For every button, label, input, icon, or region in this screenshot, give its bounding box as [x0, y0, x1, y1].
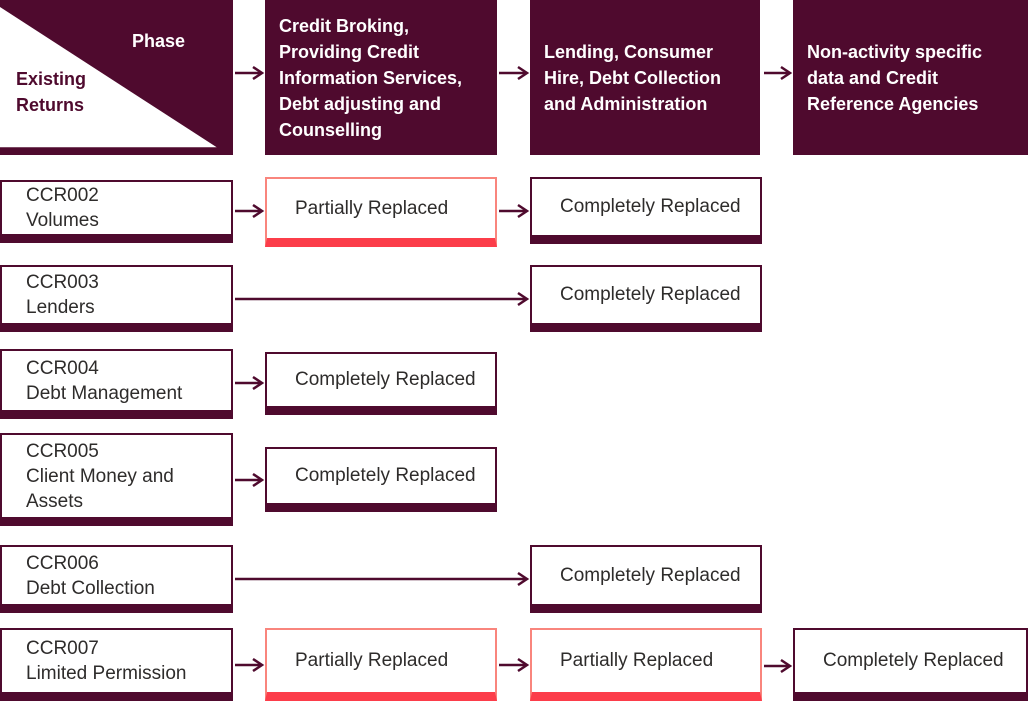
header-corner-box: Phase Existing Returns: [0, 0, 233, 155]
return-name: Debt Management: [26, 382, 183, 404]
arrow-right-icon: [235, 472, 265, 488]
status-label: Partially Replaced: [295, 650, 449, 671]
status-label: Completely Replaced: [295, 369, 476, 390]
arrow-right-icon: [235, 291, 530, 307]
return-name: Lenders: [26, 297, 95, 318]
return-code: CCR003: [26, 272, 99, 293]
return-code: CCR006: [26, 552, 99, 574]
return-name: Volumes: [26, 210, 99, 231]
status-box-ccr002-phase1: Partially Replaced: [265, 177, 497, 247]
status-label: Partially Replaced: [295, 197, 449, 219]
return-box-ccr002: CCR002 Volumes: [0, 180, 233, 243]
arrow-right-icon: [764, 658, 793, 674]
header-phase-2: Lending, Consumer Hire, Debt Collection …: [530, 0, 760, 155]
arrow-right-icon: [499, 203, 530, 219]
return-box-ccr003: CCR003 Lenders: [0, 265, 233, 332]
arrow-right-icon: [235, 375, 265, 391]
return-code: CCR007: [26, 638, 99, 659]
return-box-ccr004: CCR004 Debt Management: [0, 349, 233, 419]
arrow-right-icon: [764, 65, 793, 81]
status-box-ccr004-phase1: Completely Replaced: [265, 352, 497, 415]
arrow-right-icon: [499, 657, 530, 673]
status-label: Completely Replaced: [295, 465, 476, 486]
return-box-ccr007: CCR007 Limited Permission: [0, 628, 233, 701]
status-box-ccr005-phase1: Completely Replaced: [265, 447, 497, 512]
status-label: Completely Replaced: [560, 196, 741, 217]
status-box-ccr003-phase2: Completely Replaced: [530, 265, 762, 332]
status-box-ccr007-phase1: Partially Replaced: [265, 628, 497, 701]
status-label: Completely Replaced: [823, 650, 1004, 671]
existing-returns-axis-label: Existing Returns: [16, 69, 87, 115]
return-code: CCR004: [26, 357, 99, 379]
status-label: Completely Replaced: [560, 284, 741, 305]
status-box-ccr007-phase3: Completely Replaced: [793, 628, 1028, 701]
arrow-right-icon: [235, 571, 530, 587]
return-box-ccr005: CCR005 Client Money and Assets: [0, 433, 233, 526]
return-code: CCR002: [26, 185, 99, 206]
return-code: CCR005: [26, 440, 99, 462]
return-name: Debt Collection: [26, 577, 155, 599]
header-phase-3: Non-activity specific data and Credit Re…: [793, 0, 1028, 155]
arrow-right-icon: [235, 203, 265, 219]
status-box-ccr006-phase2: Completely Replaced: [530, 545, 762, 613]
return-box-ccr006: CCR006 Debt Collection: [0, 545, 233, 613]
return-name: Client Money and Assets: [26, 465, 174, 512]
status-label: Completely Replaced: [560, 564, 741, 586]
return-name: Limited Permission: [26, 663, 187, 684]
status-box-ccr002-phase2: Completely Replaced: [530, 177, 762, 244]
header-phase-1: Credit Broking, Providing Credit Informa…: [265, 0, 497, 155]
status-box-ccr007-phase2: Partially Replaced: [530, 628, 762, 701]
arrow-right-icon: [235, 657, 265, 673]
phase-axis-label: Phase: [131, 31, 185, 51]
arrow-right-icon: [235, 65, 265, 81]
arrow-right-icon: [499, 65, 530, 81]
status-label: Partially Replaced: [560, 650, 714, 671]
